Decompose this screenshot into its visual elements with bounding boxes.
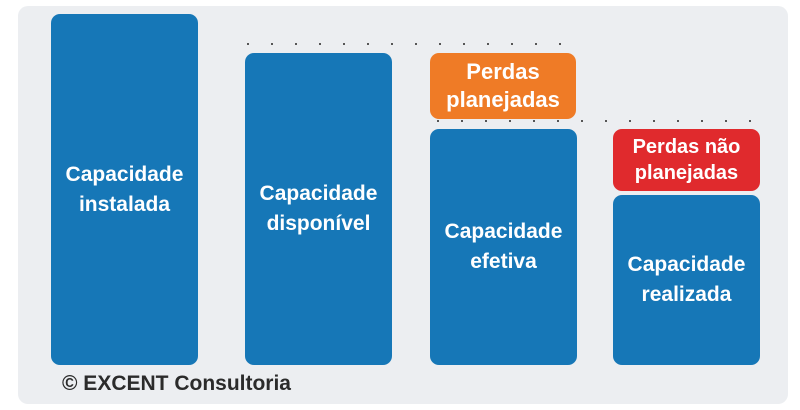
block-label: Capacidade disponível	[259, 182, 378, 235]
block-label: Capacidade instalada	[65, 162, 184, 216]
dotted-guide-top	[236, 43, 576, 45]
block-label: Perdas não planejadas	[632, 136, 741, 184]
block-capacidade-disponivel: Capacidade disponível	[245, 53, 392, 365]
block-capacidade-efetiva: Capacidade efetiva	[430, 129, 577, 365]
block-capacidade-realizada: Capacidade realizada	[613, 195, 760, 365]
copyright-footer: © EXCENT Consultoria	[62, 372, 291, 395]
block-label: Capacidade efetiva	[444, 220, 563, 273]
block-perdas-nao-planejadas: Perdas não planejadas	[613, 129, 760, 191]
block-label: Capacidade realizada	[627, 253, 746, 306]
block-perdas-planejadas: Perdas planejadas	[430, 53, 576, 119]
block-capacidade-instalada: Capacidade instalada	[51, 14, 198, 365]
dotted-guide-middle	[426, 120, 766, 122]
block-label: Perdas planejadas	[446, 59, 560, 112]
